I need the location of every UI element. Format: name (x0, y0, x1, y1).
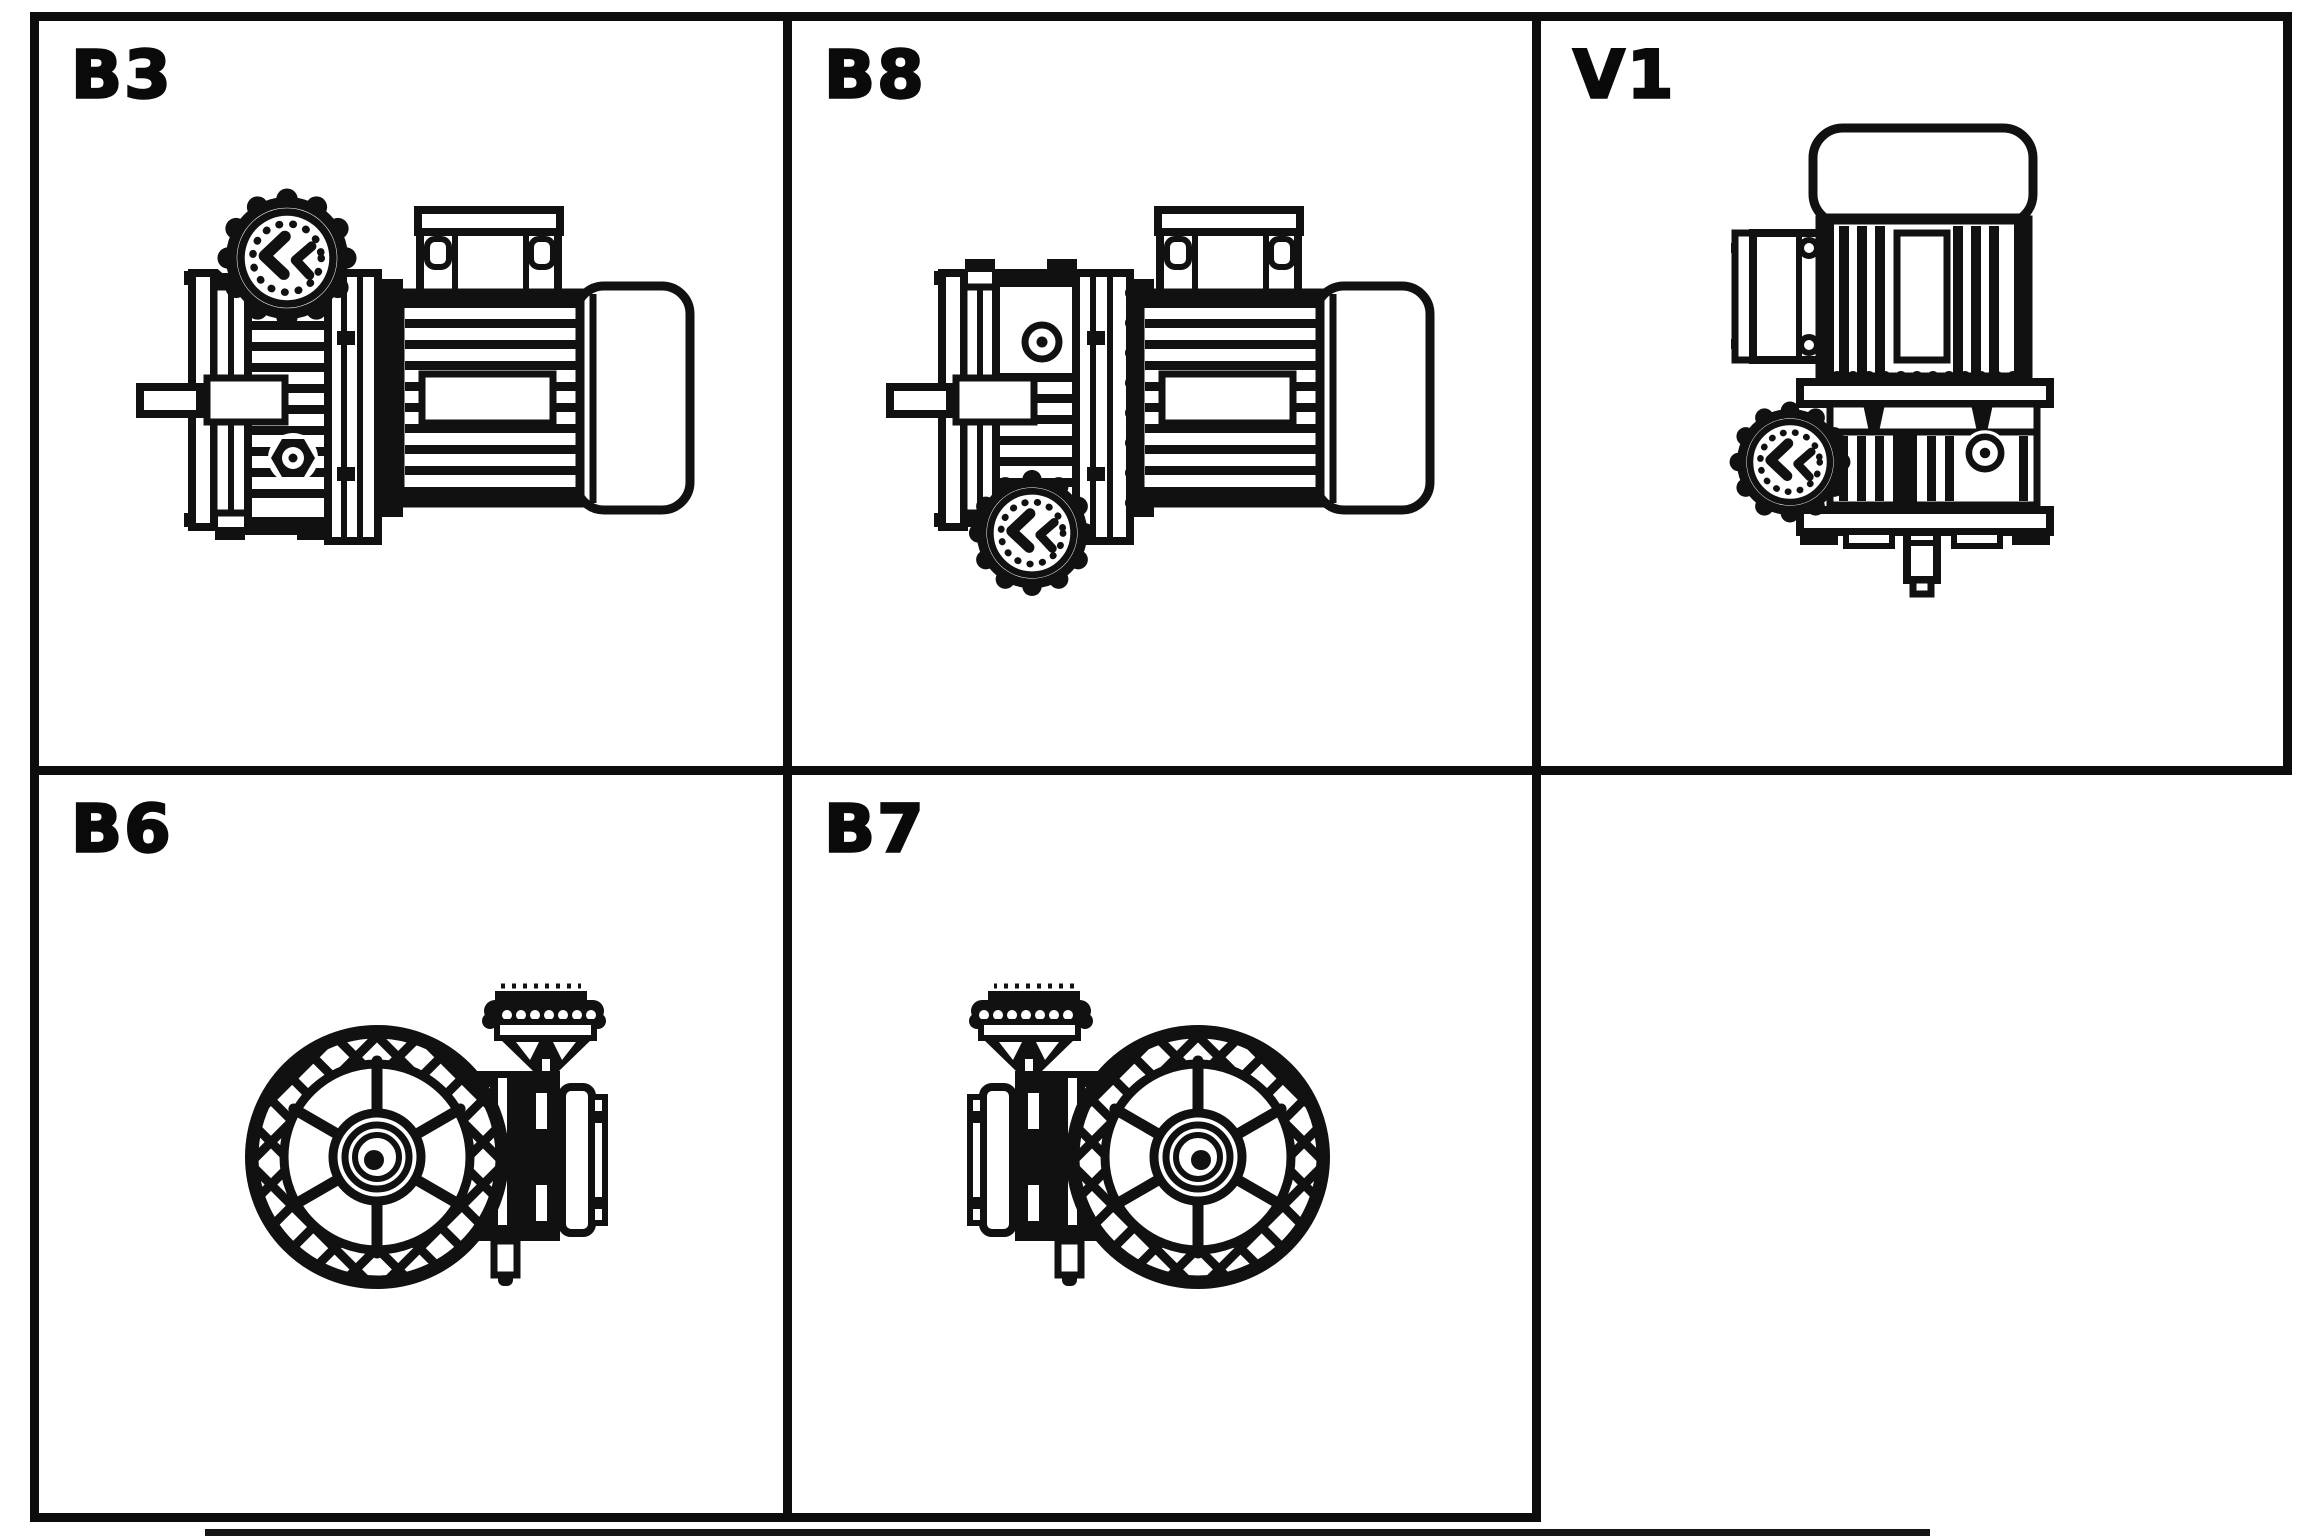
shaft-hub (952, 374, 1038, 426)
end-view-unit (250, 986, 606, 1286)
breather-plug-icon (1018, 318, 1066, 366)
cell-label-b8: B8 (823, 36, 926, 114)
shaft-hub (203, 374, 289, 426)
cell-label-v1: V1 (1572, 36, 1676, 114)
cell-label-b7: B7 (823, 790, 926, 868)
cell-v1: V1 (1532, 12, 2292, 775)
gearmotor-b6-end-view (39, 775, 783, 1513)
cell-b3: B3 (30, 12, 792, 775)
gearmotor-b8-side-view (886, 21, 1532, 766)
gearmotor-v1-vertical-view (1541, 123, 2054, 598)
fan-cover (1808, 123, 2038, 229)
vertical-gearmotor (1730, 123, 2054, 598)
output-shaft (1903, 528, 1941, 584)
output-shaft (136, 383, 204, 418)
cell-b7: B7 (783, 766, 1541, 1522)
cell-b6: B6 (30, 766, 792, 1522)
breather-plug-icon (1962, 430, 2008, 476)
gearmotor-b3-side-view (136, 21, 783, 545)
bottom-edge-artifact (205, 1529, 1930, 1536)
hex-plug-icon (268, 433, 318, 483)
output-shaft (886, 383, 954, 418)
cell-b8: B8 (783, 12, 1541, 775)
gearmotor-b7-end-view (792, 775, 1532, 1513)
electric-motor (400, 207, 690, 510)
cell-label-b6: B6 (70, 790, 173, 868)
end-view-unit-mirrored (969, 986, 1325, 1286)
cell-label-b3: B3 (70, 36, 173, 114)
electric-motor (1140, 207, 1430, 510)
